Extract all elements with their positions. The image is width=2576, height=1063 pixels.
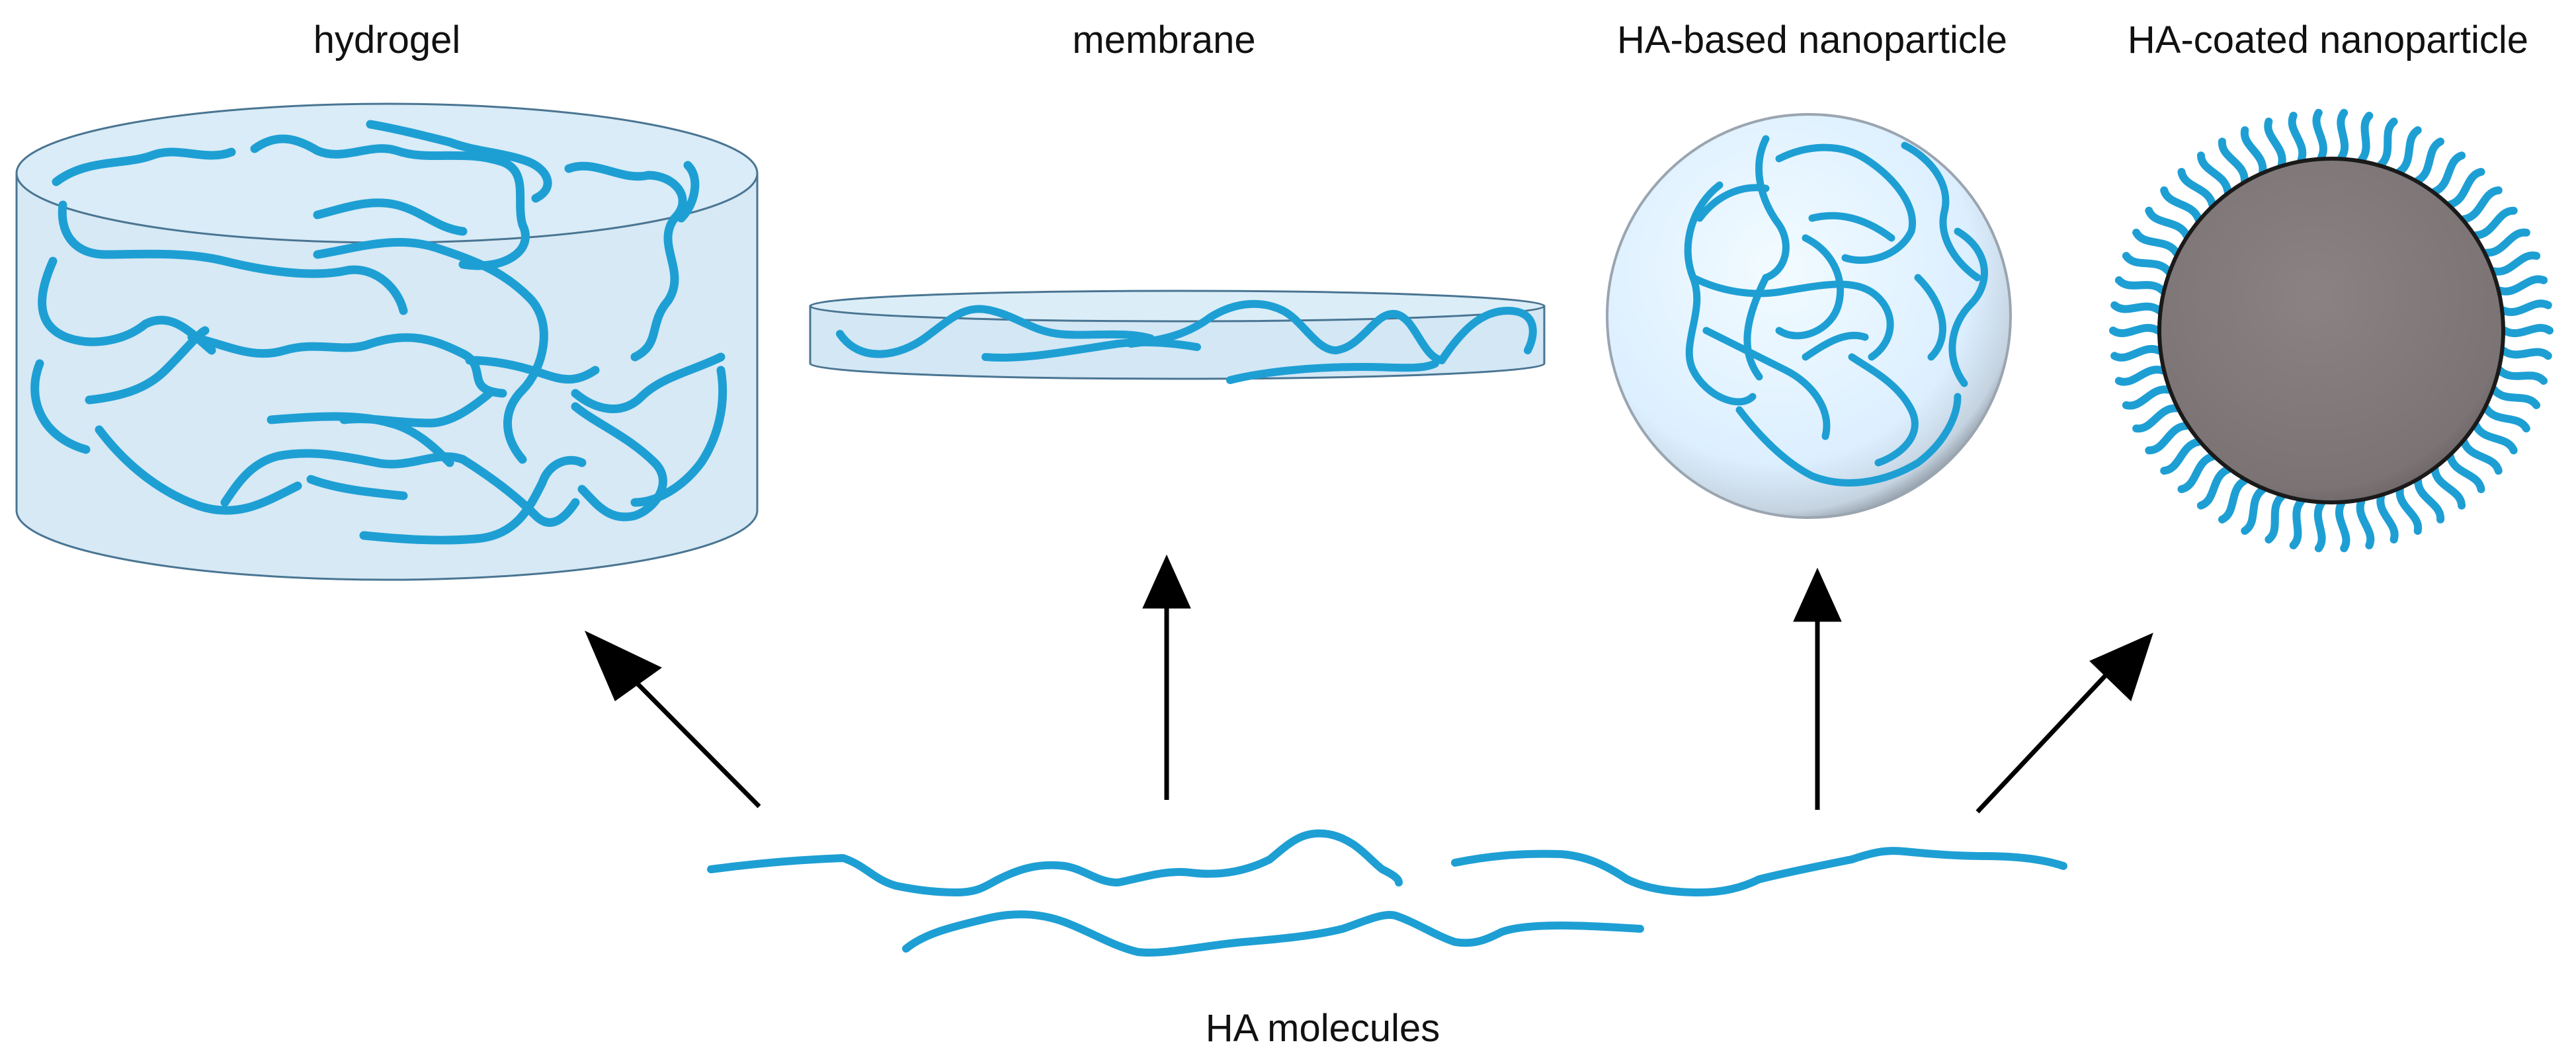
arrow-to-ha-coated-nanoparticle <box>1975 633 2153 814</box>
ha-coating-chain <box>2446 452 2485 493</box>
ha-coating-chain <box>2109 323 2162 338</box>
ha-coating-chain <box>2499 299 2552 316</box>
ha-molecules-label: HA molecules <box>1206 1007 1440 1050</box>
ha-coating-chain <box>2357 112 2374 164</box>
membrane-ha-chains <box>836 299 1537 384</box>
ha-coating-chain <box>2446 168 2485 209</box>
ha-coating-chain <box>2114 276 2167 295</box>
ha-coating-chain <box>2132 228 2181 257</box>
ha-coating-chain <box>2122 385 2173 410</box>
ha-coated-nanoparticle-core <box>2157 157 2505 504</box>
membrane-label: membrane <box>1072 19 1255 61</box>
ha-coating-chain <box>2413 476 2444 524</box>
ha-coating-chain <box>2490 385 2541 409</box>
membrane-disc-top <box>809 290 1546 323</box>
ha-coating-chain <box>2472 422 2518 455</box>
ha-coating-chain <box>2395 126 2422 176</box>
nanoparticle-ha-network <box>1684 135 1988 487</box>
ha-coating-chain <box>2376 492 2399 544</box>
ha-coating-chain <box>2145 206 2191 239</box>
arrows <box>585 554 2153 814</box>
hydrogel-illustration <box>15 102 759 581</box>
ha-coating-chain <box>2110 301 2163 315</box>
ha-coating-chain <box>2499 346 2552 360</box>
ha-coating-chain <box>2289 497 2306 549</box>
ha-coated-nanoparticle-label: HA-coated nanoparticle <box>2128 19 2528 61</box>
ha-coating-chain <box>2145 422 2191 455</box>
ha-coating-chain <box>2460 438 2503 475</box>
membrane-illustration <box>809 290 1546 384</box>
ha-coating-chain <box>2313 499 2326 553</box>
ha-coating-chain <box>2240 126 2267 176</box>
ha-coating-chain <box>2482 404 2530 433</box>
arrow-to-membrane <box>1142 554 1191 800</box>
ha-coating-chain <box>2482 228 2530 257</box>
hydrogel-cylinder-body <box>15 172 759 581</box>
ha-coating-chains <box>2109 108 2554 553</box>
ha-coating-chain <box>2218 476 2249 524</box>
ha-coating-chain <box>2490 251 2541 276</box>
ha-coating-chain <box>2110 345 2163 362</box>
ha-coating-chain <box>2264 492 2286 544</box>
ha-based-nanoparticle-label: HA-based nanoparticle <box>1617 19 2007 61</box>
ha-coating-chain <box>2501 323 2554 338</box>
ha-coating-chain <box>2431 151 2466 196</box>
ha-coating-chain <box>2264 117 2286 169</box>
ha-coating-chain <box>2122 252 2173 276</box>
ha-coating-chain <box>2160 186 2203 223</box>
ha-coating-chain <box>2472 206 2518 239</box>
hydrogel-label: hydrogel <box>313 19 460 61</box>
ha-coating-chain <box>2288 112 2307 164</box>
ha-coating-chain <box>2114 366 2167 386</box>
ha-based-nanoparticle-sphere <box>1606 113 2012 519</box>
ha-coating-chain <box>2377 117 2398 169</box>
hydrogel-ha-network <box>30 120 727 545</box>
ha-coating-chain <box>2335 499 2350 553</box>
ha-coating-chain <box>2356 497 2375 549</box>
arrow-to-ha-based-nanoparticle <box>1793 567 1842 810</box>
ha-coated-nanoparticle-illustration <box>2109 108 2554 553</box>
ha-based-nanoparticle-illustration <box>1606 113 2012 519</box>
ha-coating-chain <box>2132 404 2181 433</box>
ha-coating-chain <box>2177 168 2217 209</box>
ha-coating-chain <box>2160 438 2203 475</box>
ha-coating-chain <box>2414 138 2444 185</box>
ha-coating-chain <box>2177 452 2217 493</box>
ha-coating-chain <box>2495 275 2548 295</box>
ha-coating-chain <box>2395 485 2423 535</box>
ha-coating-chain <box>2196 465 2232 510</box>
ha-molecule-chain <box>707 829 1403 896</box>
arrow-to-hydrogel <box>585 630 761 808</box>
ha-molecules-illustration <box>707 829 2067 957</box>
ha-coating-chain <box>2218 138 2249 185</box>
ha-molecule-chain <box>1451 847 2067 896</box>
ha-coating-chain <box>2495 366 2548 385</box>
ha-coating-chain <box>2337 108 2349 162</box>
ha-coating-chain <box>2312 108 2327 162</box>
ha-coating-chain <box>2196 151 2232 196</box>
ha-coating-chain <box>2460 186 2503 223</box>
ha-coating-chain <box>2241 485 2267 535</box>
ha-molecule-chain <box>902 910 1644 957</box>
ha-coating-chain <box>2431 465 2466 510</box>
